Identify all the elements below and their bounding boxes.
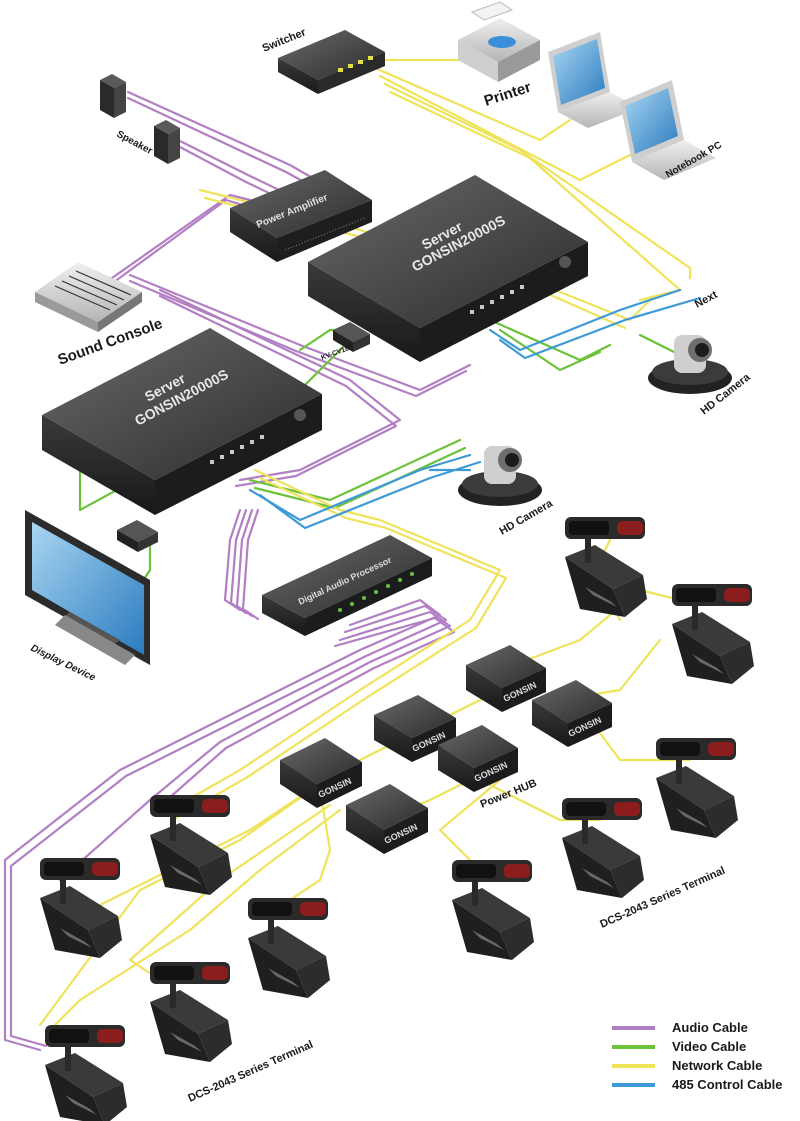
- display-device: [25, 510, 150, 665]
- terminal-10: [45, 1025, 127, 1121]
- terminal-9: [150, 962, 232, 1062]
- video-converter-device: [117, 520, 158, 552]
- power-hub-6: GONSIN: [346, 784, 428, 854]
- power-amplifier-device: [230, 170, 372, 262]
- legend-item-video: Video Cable: [612, 1039, 746, 1054]
- next-label: Next: [693, 289, 720, 311]
- legend-label-control: 485 Control Cable: [672, 1077, 783, 1092]
- terminal-8: [248, 898, 330, 998]
- speaker-1: [100, 74, 126, 118]
- terminal-2: [672, 584, 754, 684]
- server-2: [42, 328, 322, 515]
- legend: Audio Cable Video Cable Network Cable 48…: [612, 1020, 783, 1092]
- terminal-7: [40, 858, 122, 958]
- legend-label-audio: Audio Cable: [672, 1020, 748, 1035]
- printer-label: Printer: [482, 79, 533, 110]
- cables: [3, 58, 702, 1052]
- kv-cv180-device: [333, 322, 370, 352]
- power-hub-2: GONSIN: [374, 695, 456, 762]
- laptop-2: [620, 80, 716, 180]
- hd-camera-2: [458, 446, 542, 506]
- terminal-3: [656, 738, 738, 838]
- display-label: Display Device: [29, 643, 98, 684]
- speaker-label: Speaker: [115, 129, 155, 157]
- sound-console-device: [35, 262, 142, 332]
- terminal-4: [562, 798, 644, 898]
- terminal-5: [452, 860, 534, 960]
- power-hub-3: GONSIN: [532, 680, 612, 747]
- legend-label-video: Video Cable: [672, 1039, 746, 1054]
- power-hub-1: GONSIN: [466, 645, 546, 712]
- legend-label-network: Network Cable: [672, 1058, 762, 1073]
- speaker-2: [154, 120, 180, 164]
- server-1: [308, 175, 588, 362]
- legend-item-network: Network Cable: [612, 1058, 762, 1073]
- hd-camera-1: [648, 335, 732, 394]
- switcher-device: [278, 30, 385, 94]
- terminal-1: [565, 517, 647, 617]
- digital-audio-processor-device: [262, 535, 432, 636]
- legend-item-control: 485 Control Cable: [612, 1077, 783, 1092]
- laptop-1: [548, 32, 640, 128]
- power-hub-5: GONSIN: [280, 738, 362, 808]
- printer-device: [458, 1, 540, 82]
- legend-item-audio: Audio Cable: [612, 1020, 748, 1035]
